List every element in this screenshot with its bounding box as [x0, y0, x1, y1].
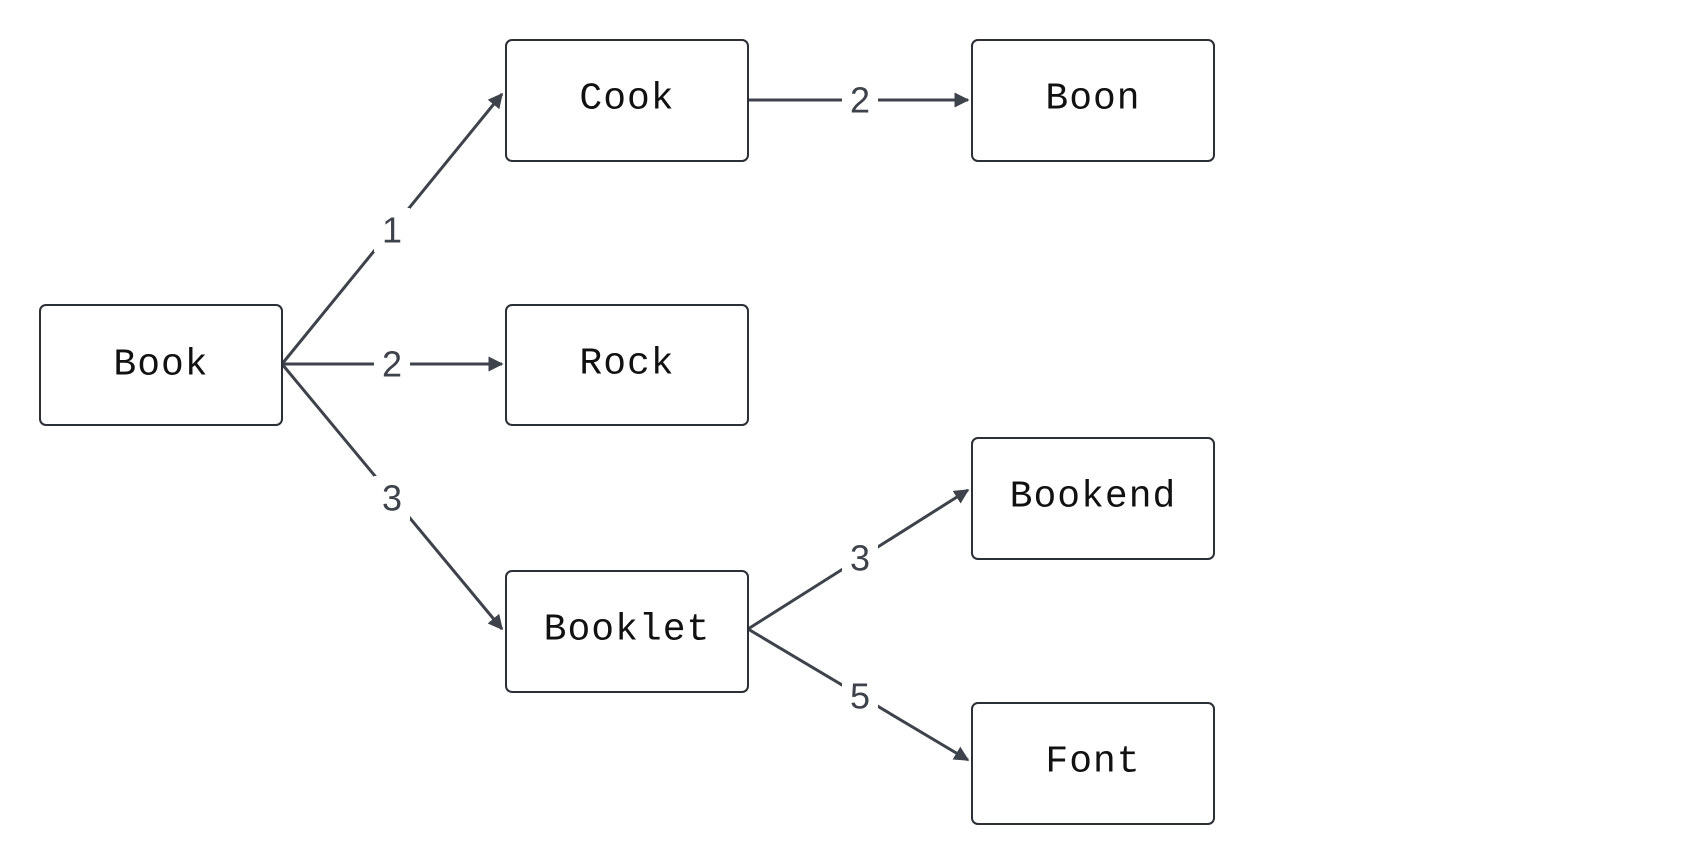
node-book: Book: [39, 304, 283, 426]
edge-booklet-bookend: 3: [747, 488, 970, 631]
edge-book-booklet: 3: [280, 363, 504, 631]
edge-label-book-cook: 1: [382, 210, 402, 251]
edge-booklet-font: 5: [747, 627, 970, 762]
node-bookend: Bookend: [971, 437, 1215, 560]
edge-cook-boon: 2: [748, 78, 970, 122]
edge-book-cook: 1: [280, 92, 504, 365]
node-booklet: Booklet: [505, 570, 749, 693]
node-label-booklet: Booklet: [544, 609, 711, 652]
node-label-font: Font: [1045, 741, 1140, 784]
node-label-book: Book: [113, 344, 208, 387]
node-label-cook: Cook: [579, 78, 674, 121]
node-label-bookend: Bookend: [1010, 476, 1177, 519]
edge-label-book-booklet: 3: [382, 478, 402, 519]
node-font: Font: [971, 702, 1215, 825]
node-boon: Boon: [971, 39, 1215, 162]
node-cook: Cook: [505, 39, 749, 162]
edge-label-booklet-font: 5: [850, 676, 870, 717]
edge-label-cook-boon: 2: [850, 80, 870, 121]
edge-label-booklet-bookend: 3: [850, 538, 870, 579]
node-label-rock: Rock: [579, 343, 674, 386]
edge-book-rock: 2: [282, 342, 504, 386]
node-rock: Rock: [505, 304, 749, 426]
edge-label-book-rock: 2: [382, 344, 402, 385]
node-label-boon: Boon: [1045, 78, 1140, 121]
